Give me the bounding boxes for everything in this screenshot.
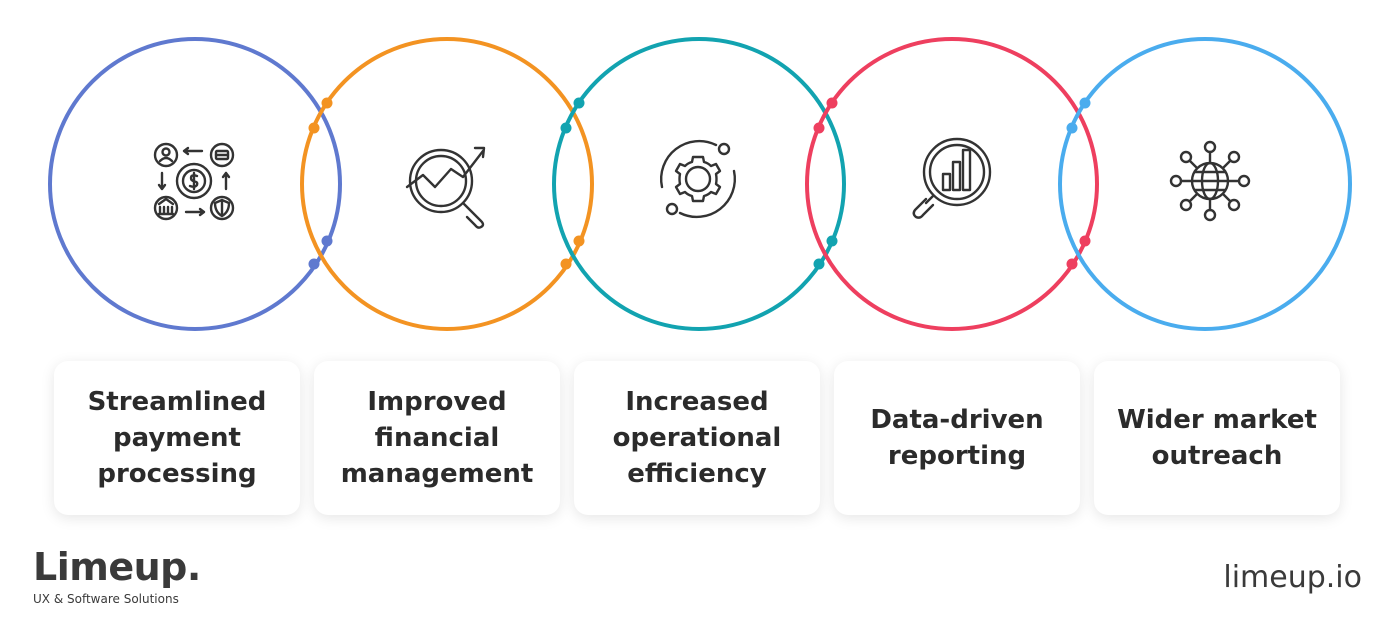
ring-0-connector-dot-right — [308, 258, 320, 270]
brand-name: Limeup. — [33, 545, 201, 589]
ring-0-connector-dot-left — [321, 235, 333, 247]
ring-4-connector-dot-top — [1079, 97, 1091, 109]
benefit-card-operational-efficiency: Increased operational efficiency — [574, 361, 820, 515]
ring-2-connector-dot-top — [573, 97, 585, 109]
ring-1 — [300, 37, 594, 331]
benefit-card-payment-processing: Streamlined payment processing — [54, 361, 300, 515]
ring-2-connector-dot-left — [826, 235, 838, 247]
brand-tagline: UX & Software Solutions — [33, 592, 179, 606]
globe-network-icon — [1169, 140, 1251, 222]
ring-4-circle — [1058, 37, 1352, 331]
site-url-link[interactable]: limeup.io — [1223, 560, 1362, 595]
ring-3-connector-dot-top — [826, 97, 838, 109]
ring-2-connector-dot-right — [813, 258, 825, 270]
ring-3-connector-dot-right — [1066, 258, 1078, 270]
benefit-card-financial-management: Improved financial management — [314, 361, 560, 515]
ring-1-connector-dot-right — [560, 258, 572, 270]
ring-1-connector-dot-top — [321, 97, 333, 109]
benefit-label: Wider market outreach — [1117, 405, 1317, 471]
ring-2-circle — [552, 37, 846, 331]
ring-4 — [1058, 37, 1352, 331]
benefit-label: Streamlined payment processing — [87, 387, 267, 489]
benefit-card-data-reporting: Data-driven reporting — [834, 361, 1080, 515]
ring-3-circle — [805, 37, 1099, 331]
ring-4-connector-dot-mid — [1066, 122, 1078, 134]
ring-1-connector-dot-left — [573, 235, 585, 247]
payment-cycle-icon — [153, 142, 235, 221]
ring-3-connector-dot-mid — [813, 122, 825, 134]
ring-2 — [552, 37, 846, 331]
gear-cycle-icon — [660, 139, 736, 219]
ring-2-connector-dot-mid — [560, 122, 572, 134]
benefit-label: Improved financial management — [340, 387, 534, 489]
ring-3-connector-dot-left — [1079, 235, 1091, 247]
growth-chart-magnifier-icon — [405, 146, 486, 229]
ring-chain — [48, 37, 1352, 331]
ring-0-circle — [48, 37, 342, 331]
brand-logo[interactable]: Limeup. UX & Software Solutions — [33, 544, 201, 606]
ring-1-connector-dot-mid — [308, 122, 320, 134]
ring-3 — [805, 37, 1099, 331]
ring-1-circle — [300, 37, 594, 331]
benefit-label: Data-driven reporting — [870, 405, 1044, 471]
bar-chart-magnifier-icon — [912, 137, 992, 219]
benefit-label: Increased operational efficiency — [612, 387, 782, 489]
benefit-card-market-outreach: Wider market outreach — [1094, 361, 1340, 515]
ring-0 — [48, 37, 342, 331]
